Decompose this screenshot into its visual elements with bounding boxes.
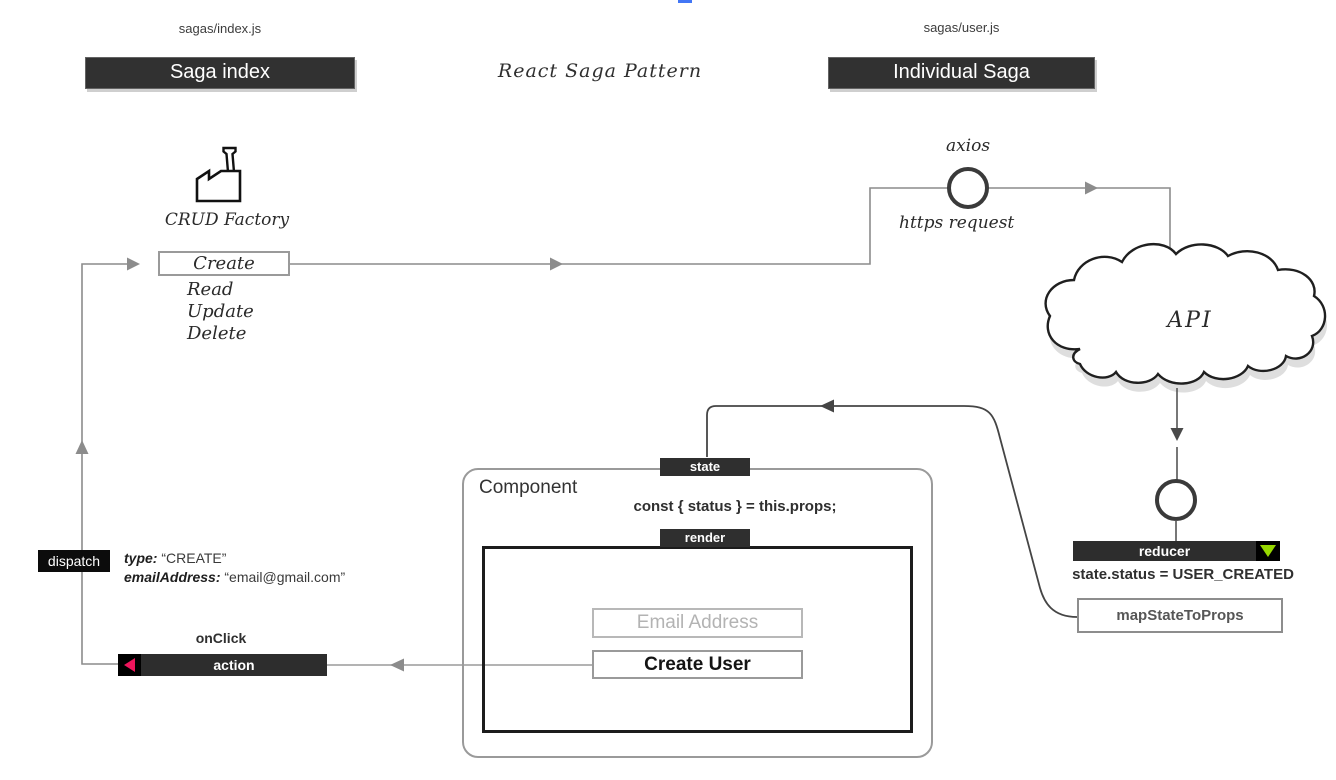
map-state-to-props-box: mapStateToProps [1077, 598, 1283, 633]
individual-saga-header: Individual Saga [828, 57, 1095, 89]
reducer-marker-box [1256, 541, 1280, 561]
create-user-button[interactable]: Create User [592, 650, 803, 679]
individual-saga-file-label: sagas/user.js [923, 20, 1000, 35]
api-response-flow-line [1155, 388, 1197, 541]
action-bar: action [118, 654, 327, 676]
component-title: Component [479, 477, 578, 498]
api-label: API [1167, 308, 1213, 333]
factory-icon [195, 146, 242, 203]
operation-read-label: Read [187, 279, 234, 300]
axios-label: axios [945, 136, 991, 156]
state-flow-line [706, 399, 1078, 618]
saga-request-flow-line [290, 181, 1171, 271]
pink-left-triangle-icon [124, 658, 135, 672]
action-bar-label: action [213, 657, 255, 673]
reducer-node-icon [1155, 479, 1197, 521]
reducer-bar-label: reducer [1138, 543, 1191, 559]
payload-email-value: “email@gmail.com” [224, 569, 346, 585]
render-tag: render [660, 529, 750, 547]
operation-create-box: Create [158, 251, 290, 276]
action-marker-box [118, 654, 141, 676]
state-status-line: state.status = USER_CREATED [1072, 566, 1294, 583]
https-request-label: https request [899, 213, 1015, 233]
payload-type-key: type: [124, 550, 158, 566]
api-cloud-icon [1044, 242, 1328, 393]
page-title: React Saga Pattern [497, 60, 703, 82]
dispatch-flow-line [75, 257, 140, 665]
dispatch-label: dispatch [38, 550, 110, 572]
onclick-label: onClick [195, 630, 247, 646]
operation-delete-label: Delete [187, 323, 247, 344]
email-address-input[interactable]: Email Address [592, 608, 803, 638]
saga-index-file-label: sagas/index.js [178, 21, 262, 36]
reducer-bar: reducer [1073, 541, 1280, 561]
state-tag: state [660, 458, 750, 476]
action-payload: type: “CREATE” emailAddress: “email@gmai… [124, 549, 345, 587]
props-destructure-line: const { status } = this.props; [633, 498, 837, 515]
axios-node-icon [947, 167, 989, 209]
payload-email-key: emailAddress: [124, 569, 221, 585]
operation-update-label: Update [187, 301, 254, 322]
browser-selection-chip [678, 0, 692, 3]
green-down-triangle-icon [1260, 545, 1276, 557]
crud-factory-label: CRUD Factory [164, 210, 290, 230]
render-area-box [482, 546, 913, 733]
onclick-flow-line [327, 658, 592, 672]
payload-type-value: “CREATE” [161, 550, 227, 566]
saga-index-header: Saga index [85, 57, 355, 89]
